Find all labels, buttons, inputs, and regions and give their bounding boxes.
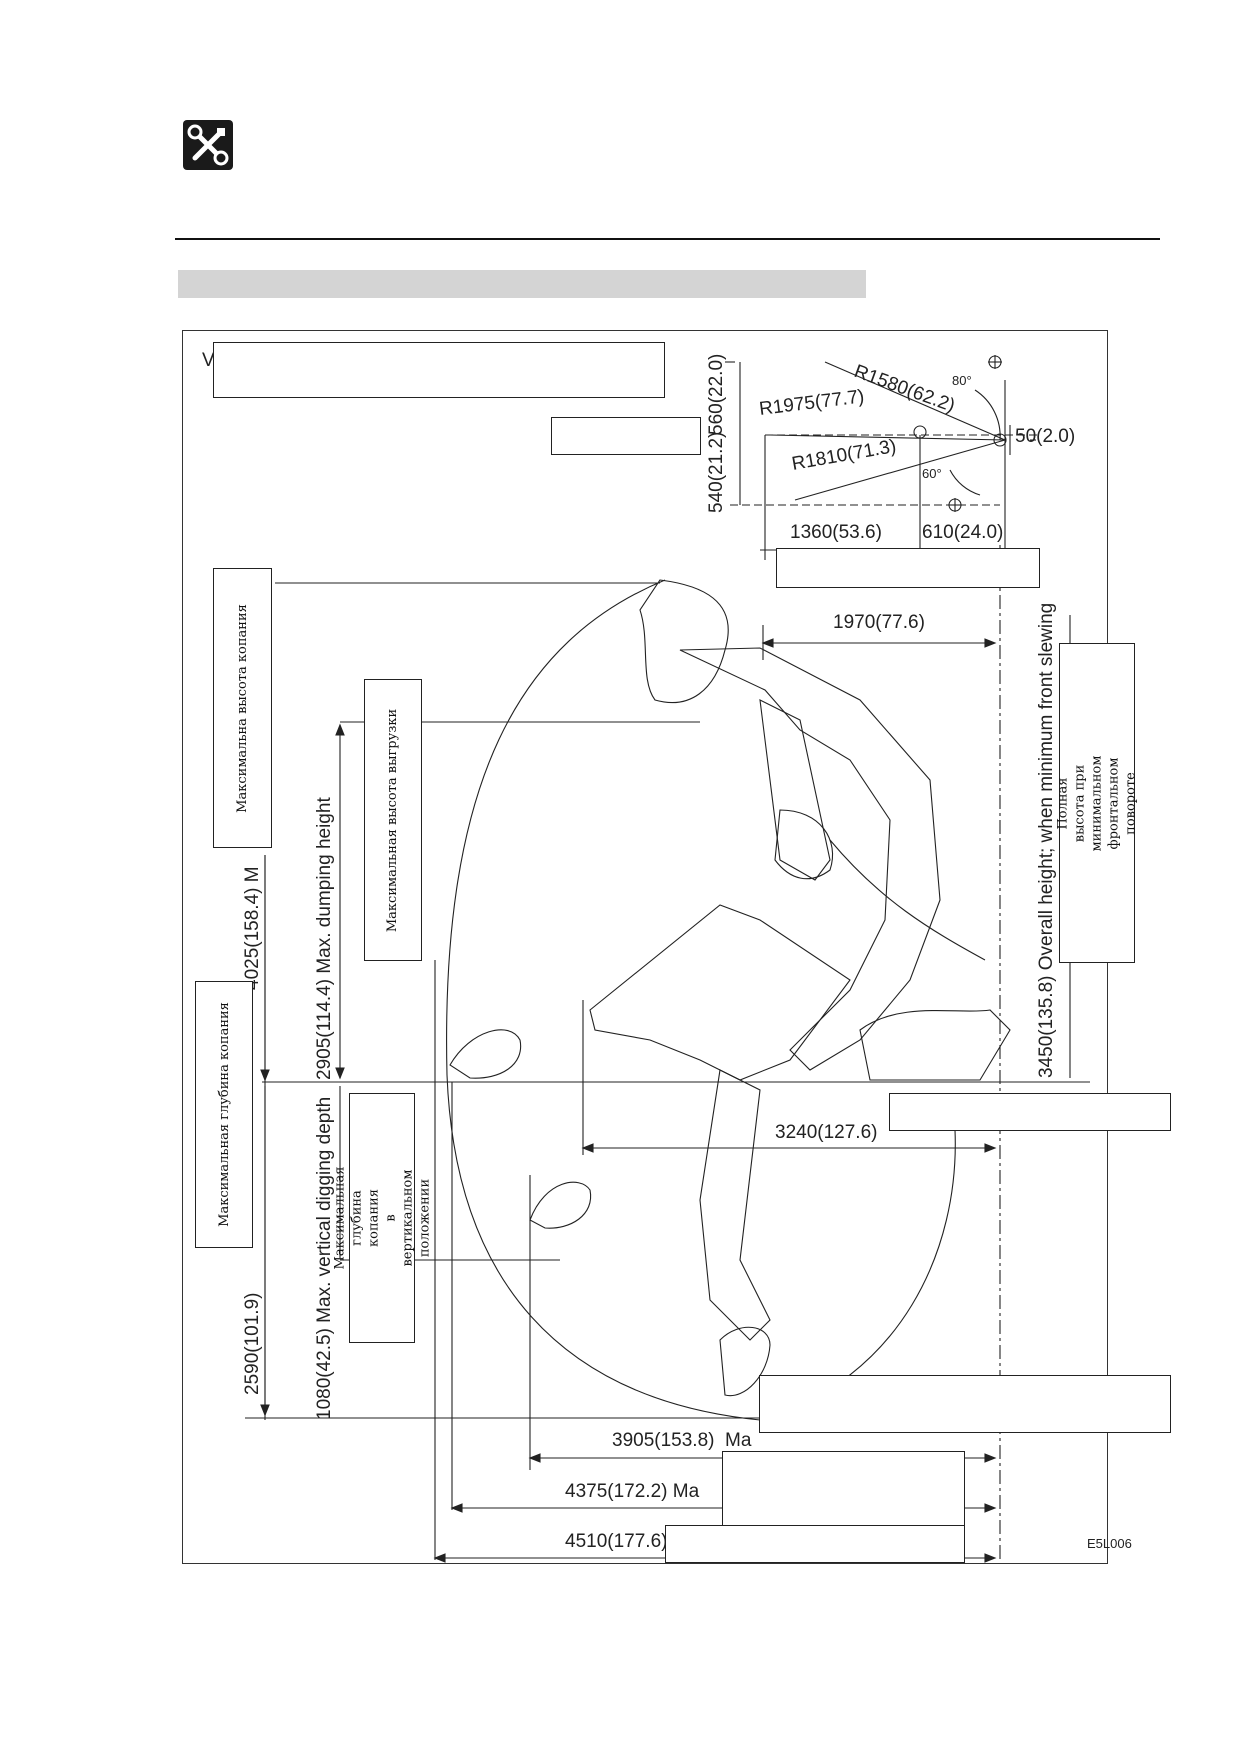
dim-r1810: R1810(71.3) [790, 436, 898, 475]
section-title-bar [178, 270, 866, 298]
blank-box-3240 [889, 1093, 1171, 1131]
blank-box-top-left [551, 417, 701, 455]
dim-r1975: R1975(77.7) [758, 386, 865, 420]
dim-r1580: R1580(62.2) [851, 361, 957, 417]
label-max-vertical-depth: Максимальная глубина копания в вертикаль… [332, 1093, 432, 1343]
drawing-code: E5L006 [1087, 1536, 1132, 1551]
bucket-mid [529, 1181, 592, 1229]
label-max-dump-height: Максимальная высота выгрузки [364, 679, 422, 961]
blank-box-4375 [722, 1451, 965, 1529]
dim-depth: 2590(101.9) [242, 1293, 263, 1395]
dim-dumping: 2905(114.4) Max. dumping height [314, 797, 335, 1080]
label-max-dig-height: Максимальна высота копания [213, 568, 272, 848]
blank-box-title [213, 342, 665, 398]
label-max-dig-depth: Максимальная глубина копания [195, 981, 253, 1248]
dim-540: 540(21.2) [706, 432, 727, 513]
blank-box-top-right [776, 548, 1040, 588]
dim-max-height: 4025(158.4) M [242, 866, 263, 990]
dim-3240: 3240(127.6) [775, 1122, 877, 1143]
dim-3905: 3905(153.8) [612, 1430, 714, 1451]
dim-4375: 4375(172.2) Ma [565, 1481, 700, 1502]
dim-overall: 3450(135.8) Overall height; when minimum… [1036, 603, 1057, 1078]
dim-610: 610(24.0) [922, 522, 1003, 543]
bucket-left [449, 1029, 522, 1079]
angle-80: 80° [952, 373, 972, 388]
dim-1360: 1360(53.6) [790, 522, 882, 543]
dim-vertical-depth: 1080(42.5) Max. vertical digging depth [314, 1097, 335, 1420]
dim-3905-suffix: Ma [725, 1430, 752, 1451]
stray-letter: V [202, 350, 215, 371]
blank-box-4510 [665, 1525, 965, 1563]
blank-box-3905 [759, 1375, 1171, 1433]
dim-1970: 1970(77.6) [833, 612, 925, 633]
dim-560: 560(22.0) [706, 354, 727, 435]
wrench-and-tools-icon [183, 120, 233, 170]
bucket-top [639, 579, 729, 704]
dim-50: 50(2.0) [1015, 426, 1075, 447]
angle-60: 60° [922, 466, 942, 481]
reach-arc [446, 579, 956, 1421]
bucket-bottom [719, 1326, 771, 1397]
label-overall-height: Полная высота при минимальном фронтально… [1056, 643, 1139, 963]
header-rule [175, 238, 1160, 240]
